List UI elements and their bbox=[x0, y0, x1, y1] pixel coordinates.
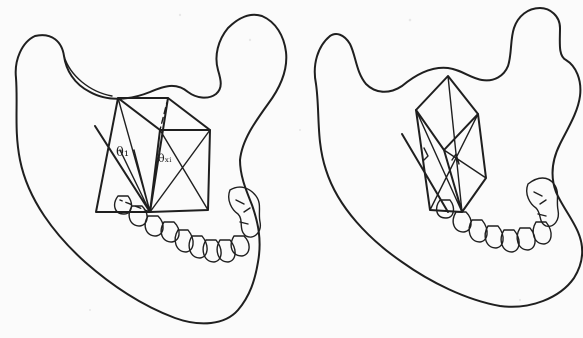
left-axis-line bbox=[95, 126, 150, 212]
right-mandible-outline bbox=[315, 8, 582, 307]
left-molar-crown bbox=[229, 187, 261, 237]
right-cuboid bbox=[402, 76, 486, 212]
left-angle-label-1: θ₁ bbox=[116, 145, 129, 160]
right-cuboid-side-edges bbox=[462, 114, 486, 212]
left-mandible-panel: θ₁ θₓᵢ bbox=[16, 15, 287, 324]
left-mandible-outline bbox=[16, 15, 287, 324]
right-cuboid-top-face bbox=[416, 76, 478, 150]
left-angle-label-2: θₓᵢ bbox=[158, 152, 172, 165]
right-teeth bbox=[437, 200, 551, 252]
right-mandible-panel bbox=[315, 8, 582, 307]
left-cuboid bbox=[95, 98, 210, 212]
